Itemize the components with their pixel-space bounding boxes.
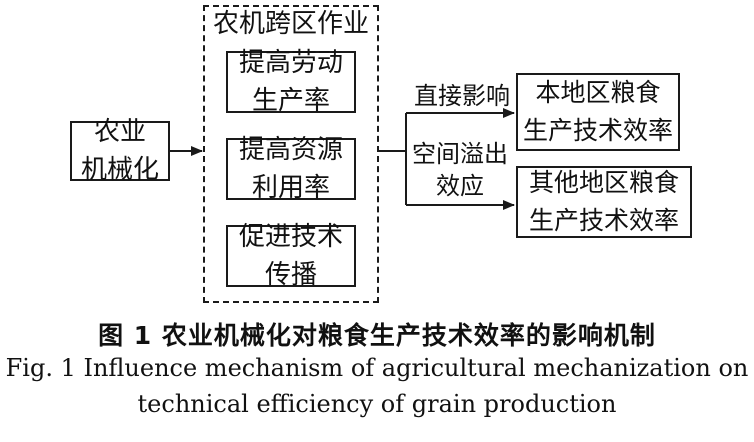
agricultural-mechanization-box: 农业 机械化 <box>70 117 170 185</box>
channel-box-resource-utilization: 提高资源 利用率 <box>226 135 356 203</box>
channel-label: 提高劳动 生产率 <box>238 48 343 116</box>
figure-caption-en-line2: technical efficiency of grain production <box>137 390 617 418</box>
output-label: 其他地区粮食 生产技术效率 <box>528 168 679 235</box>
direct-effect-label: 直接影响 <box>414 82 510 110</box>
local-efficiency-box: 本地区粮食 生产技术效率 <box>516 73 680 151</box>
channel-label: 提高资源 利用率 <box>238 135 343 203</box>
other-region-efficiency-box: 其他地区粮食 生产技术效率 <box>516 166 692 238</box>
figure-caption-cn: 图 1 农业机械化对粮食生产技术效率的影响机制 <box>98 321 656 350</box>
channel-label: 促进技术 传播 <box>238 222 343 290</box>
channel-box-technology-diffusion: 促进技术 传播 <box>226 222 356 290</box>
group-title: 农机跨区作业 <box>212 9 369 39</box>
channel-box-labor-productivity: 提高劳动 生产率 <box>226 48 356 116</box>
output-label: 本地区粮食 生产技术效率 <box>522 78 673 145</box>
spillover-effect-label: 空间溢出 效应 <box>412 140 508 200</box>
input-box-label: 农业 机械化 <box>80 117 159 185</box>
figure-caption-en-line1: Fig. 1 Influence mechanism of agricultur… <box>5 354 749 382</box>
cross-region-operation-group <box>203 5 379 303</box>
